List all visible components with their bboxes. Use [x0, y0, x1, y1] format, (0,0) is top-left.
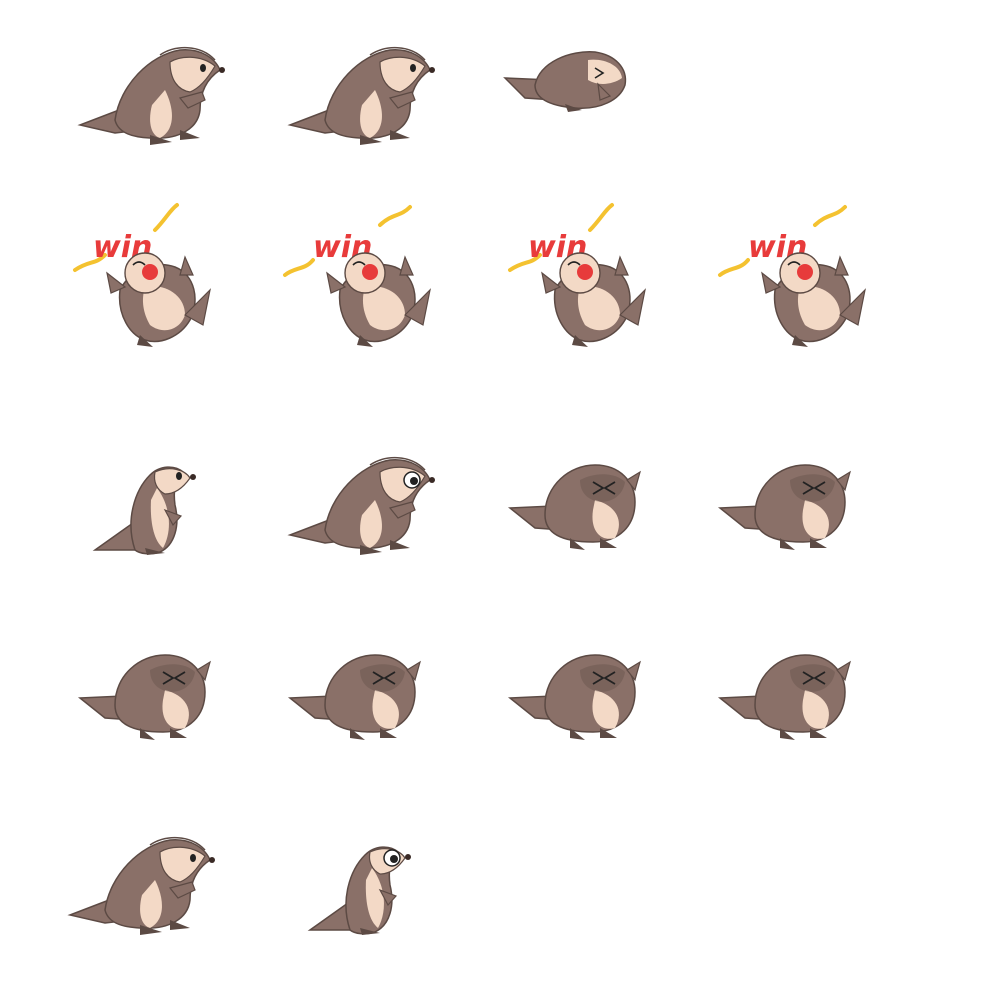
sprite-frame — [470, 0, 670, 200]
pangolin-sprite — [507, 464, 641, 550]
pangolin-sprite: win — [508, 203, 646, 347]
pangolin-sprite — [67, 836, 215, 935]
pangolin-sprite: win — [718, 205, 866, 347]
pangolin-sprite — [717, 654, 851, 740]
sprite-frame — [40, 0, 240, 200]
sprite-frame — [255, 600, 455, 800]
sprite-frame: win — [480, 175, 680, 375]
sprite-frame: win — [265, 175, 465, 375]
pangolin-sprite — [77, 46, 225, 145]
sprite-frame — [260, 790, 460, 990]
sprite-frame — [685, 410, 885, 610]
sprite-frame — [45, 410, 245, 610]
pangolin-sprite — [77, 654, 211, 740]
sprite-frame — [475, 410, 675, 610]
sprite-frame — [250, 410, 450, 610]
pangolin-sprite — [717, 464, 851, 550]
sprite-frame — [30, 790, 230, 990]
pangolin-sprite: win — [283, 205, 431, 347]
pangolin-sprite — [507, 654, 641, 740]
pangolin-sprite: win — [73, 203, 211, 347]
pangolin-sprite — [92, 466, 196, 555]
pangolin-sprite — [287, 456, 435, 555]
sprite-frame: win — [45, 175, 245, 375]
pangolin-sprite — [287, 46, 435, 145]
sprite-frame — [45, 600, 245, 800]
pangolin-sprite — [287, 654, 421, 740]
sprite-frame: win — [700, 175, 900, 375]
sprite-frame — [475, 600, 675, 800]
sprite-frame — [250, 0, 450, 200]
pangolin-sprite — [307, 846, 411, 935]
pangolin-sprite — [503, 51, 627, 112]
sprite-frame — [685, 600, 885, 800]
